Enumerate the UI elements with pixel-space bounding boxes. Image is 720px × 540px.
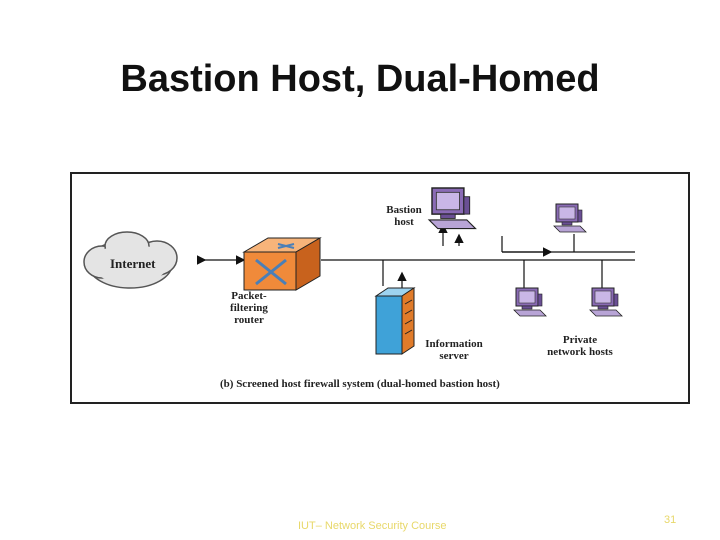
private-hosts-label: Private network hosts — [547, 334, 613, 358]
diagram-canvas — [83, 187, 635, 355]
information-server-icon — [374, 287, 416, 355]
slide-title: Bastion Host, Dual-Homed — [120, 58, 600, 100]
diagram-caption: (b) Screened host firewall system (dual-… — [220, 378, 500, 390]
footer-text: IUT– Network Security Course — [298, 520, 447, 532]
bastion-host-label: Bastion host — [386, 204, 422, 228]
network-diagram: Internet Packet- filtering router Bastio… — [70, 172, 690, 404]
page-number: 31 — [664, 514, 677, 526]
internet-label: Internet — [110, 256, 156, 271]
internet-cloud — [83, 231, 178, 289]
private-host-icon — [513, 287, 547, 317]
information-server-label: Information server — [425, 338, 483, 362]
router-icon — [242, 237, 322, 291]
private-host-icon — [553, 203, 587, 233]
router-label: Packet- filtering router — [230, 290, 268, 326]
bastion-host-icon — [428, 187, 477, 230]
private-host-icon — [589, 287, 623, 317]
